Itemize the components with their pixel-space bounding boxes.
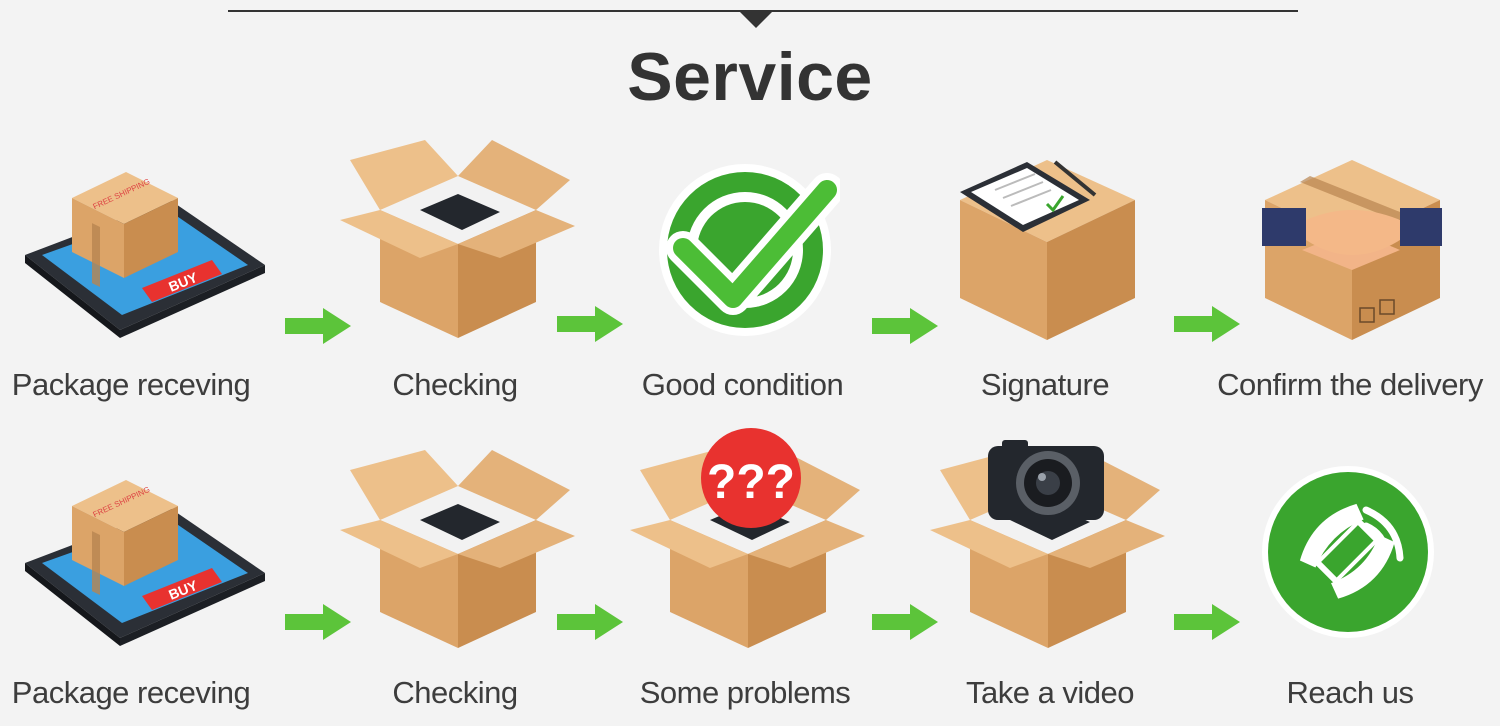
step-label: Take a video	[965, 675, 1135, 710]
step-label: Checking	[392, 675, 518, 710]
step-package-receiving-2: BUY FREE SHIPPING	[20, 468, 270, 653]
step-confirm-delivery	[1260, 150, 1445, 345]
step-some-problems: ???	[630, 428, 865, 650]
question-box-icon: ???	[630, 428, 865, 648]
open-box-icon	[340, 140, 575, 338]
step-label: Good condition	[641, 367, 844, 402]
step-checking-2	[340, 450, 575, 650]
arrow-right-icon	[557, 604, 623, 640]
box-clipboard-icon	[960, 160, 1135, 340]
arrow-right-icon	[285, 308, 351, 344]
step-label: Confirm the delivery	[1217, 367, 1483, 402]
arrow-right-icon	[1174, 604, 1240, 640]
arrow-right-icon	[872, 604, 938, 640]
tablet-box-icon: BUY FREE SHIPPING	[25, 480, 265, 646]
step-label: Checking	[392, 367, 518, 402]
step-package-receiving-1: BUY FREE SHIPPING	[20, 160, 270, 345]
arrow-right-icon	[557, 306, 623, 342]
step-take-video	[930, 438, 1165, 650]
camera-box-icon	[930, 440, 1165, 648]
step-label: Reach us	[1286, 675, 1414, 710]
step-good-condition	[655, 160, 840, 345]
step-label: Package receving	[11, 675, 251, 710]
phone-icon	[1262, 466, 1434, 638]
tablet-box-icon: BUY FREE SHIPPING	[25, 172, 265, 338]
page-title: Service	[627, 39, 873, 115]
step-checking-1	[340, 140, 575, 340]
step-signature	[955, 150, 1140, 345]
arrow-right-icon	[1174, 306, 1240, 342]
checkmark-icon	[659, 164, 840, 336]
step-label: Signature	[980, 367, 1110, 402]
arrow-right-icon	[285, 604, 351, 640]
step-reach-us	[1258, 462, 1443, 647]
top-divider	[228, 10, 1298, 12]
step-label: Package receving	[11, 367, 251, 402]
open-box-icon	[340, 450, 575, 648]
divider-notch	[740, 12, 772, 28]
step-label: Some problems	[639, 675, 851, 710]
arrow-right-icon	[872, 308, 938, 344]
box-handshake-icon	[1262, 160, 1442, 340]
question-marks: ???	[707, 456, 795, 509]
